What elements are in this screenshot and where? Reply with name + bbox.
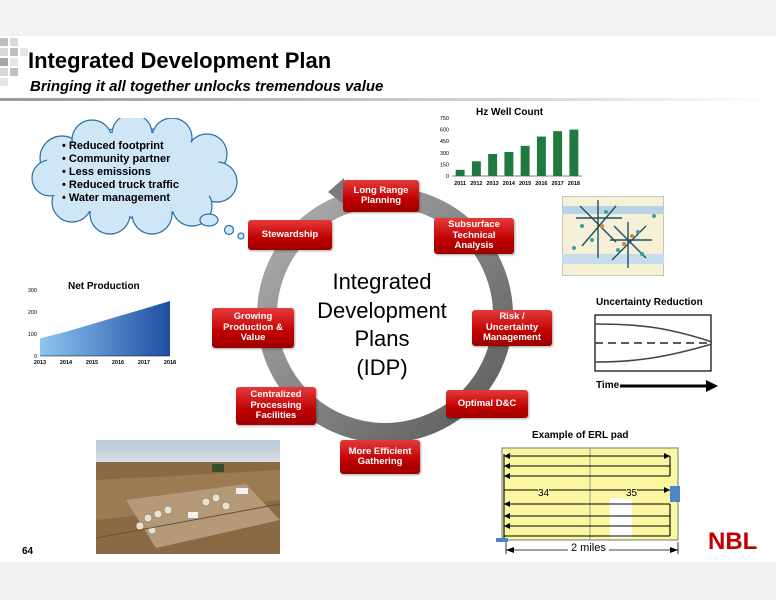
bar	[471, 161, 481, 176]
erl-pad-diagram	[496, 447, 680, 554]
x-tick-label: 2017	[552, 181, 564, 187]
hz-well-count-chart: Hz Well Count 0 150 300 450 600 750 2011 2012 201…	[440, 107, 582, 187]
uncertainty-title: Uncertainty Reduction	[596, 297, 703, 308]
x-tick-label: 2014	[503, 181, 516, 187]
chart-title: Net Production	[68, 281, 140, 292]
y-tick-label: 450	[440, 139, 449, 145]
y-tick-label: 300	[28, 288, 37, 294]
benefit-list: Reduced footprint Community partner Less…	[62, 140, 179, 205]
x-tick-label: 2012	[470, 181, 482, 187]
node-growing-production: Growing Production & Value	[212, 308, 294, 348]
section-34-label: 34	[538, 488, 550, 499]
y-tick-label: 300	[440, 151, 449, 157]
aerial-pad-photo	[96, 440, 280, 554]
center-line: (IDP)	[356, 354, 408, 380]
y-tick-label: 0	[446, 174, 449, 180]
bar	[455, 169, 465, 176]
section-35-label: 35	[626, 488, 638, 499]
bar	[569, 129, 579, 176]
bar	[488, 153, 498, 176]
x-tick-label: 2013	[487, 181, 499, 187]
node-subsurface-analysis: Subsurface Technical Analysis	[434, 218, 514, 254]
microseismic-image	[562, 196, 664, 276]
time-label: Time	[596, 380, 620, 391]
bar	[520, 145, 530, 176]
net-production-chart: Net Production 0 100 200 300 2013 2014 2015 2016…	[28, 281, 176, 366]
page-title: Integrated Development Plan	[28, 48, 332, 73]
uncertainty-funnel-graphic	[594, 314, 718, 392]
page-number: 64	[22, 546, 34, 557]
y-tick-label: 200	[28, 310, 37, 316]
node-stewardship: Stewardship	[248, 220, 332, 250]
bottom-band	[0, 562, 776, 600]
idp-center-label: Integrated Development Plans (IDP)	[296, 268, 468, 382]
area-series	[40, 301, 170, 356]
distance-label: 2 miles	[568, 542, 609, 554]
y-tick-label: 100	[28, 332, 37, 338]
bar	[536, 136, 546, 176]
node-efficient-gathering: More Efficient Gathering	[340, 440, 420, 474]
list-item: Less emissions	[62, 166, 179, 179]
list-item: Reduced footprint	[62, 140, 179, 153]
x-tick-label: 2011	[454, 181, 466, 187]
x-tick-label: 2014	[60, 360, 73, 366]
list-item: Water management	[62, 192, 179, 205]
x-tick-label: 2018	[568, 181, 580, 187]
x-tick-label: 2017	[138, 360, 150, 366]
x-tick-label: 2013	[34, 360, 46, 366]
bar	[504, 152, 514, 176]
nbl-logo: NBL	[708, 528, 758, 555]
y-tick-label: 750	[440, 116, 449, 122]
chart-title: Hz Well Count	[476, 107, 544, 118]
y-tick-label: 0	[34, 354, 37, 360]
title-divider	[0, 98, 776, 101]
y-tick-label: 150	[440, 162, 449, 168]
node-risk-management: Risk / Uncertainty Management	[472, 310, 552, 346]
erl-pad-title: Example of ERL pad	[532, 430, 629, 441]
top-band	[0, 0, 776, 36]
node-long-range-planning: Long Range Planning	[343, 180, 419, 212]
x-tick-label: 2018	[164, 360, 176, 366]
bar	[553, 131, 563, 176]
corner-pattern-graphic	[0, 38, 28, 86]
x-tick-label: 2016	[535, 181, 547, 187]
node-processing-facilities: Centralized Processing Facilities	[236, 387, 316, 425]
y-tick-label: 600	[440, 128, 449, 134]
center-line: Plans	[354, 326, 410, 352]
x-tick-label: 2015	[519, 181, 531, 187]
center-line: Integrated	[332, 269, 432, 294]
x-tick-label: 2015	[86, 360, 98, 366]
node-optimal-dc: Optimal D&C	[446, 390, 528, 418]
center-line: Development	[317, 297, 447, 323]
list-item: Community partner	[62, 153, 179, 166]
x-tick-label: 2016	[112, 360, 124, 366]
page-subtitle: Bringing it all together unlocks tremend…	[30, 78, 384, 95]
list-item: Reduced truck traffic	[62, 179, 179, 192]
